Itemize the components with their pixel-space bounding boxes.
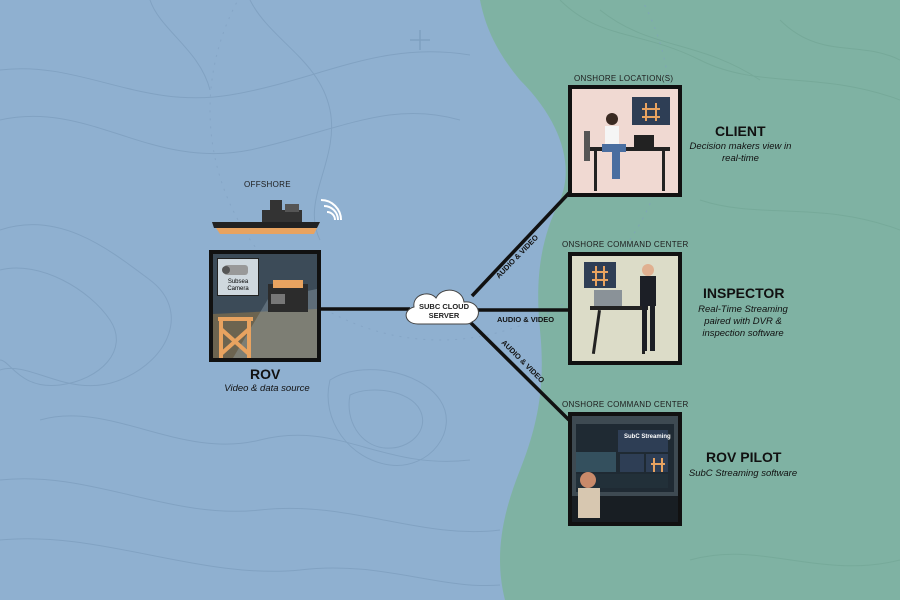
person-head xyxy=(606,113,618,125)
cloud-label-line1: SUBC CLOUD xyxy=(419,302,469,311)
client-scene xyxy=(584,97,670,191)
pilot-title: ROV PILOT xyxy=(706,449,782,465)
client-image-box xyxy=(568,85,682,197)
client-description: Decision makers view in real-time xyxy=(689,141,792,164)
pilot-screen-title: SubC Streaming xyxy=(624,434,671,440)
pilot-line xyxy=(468,320,571,422)
desk xyxy=(590,147,670,151)
rov-scene xyxy=(213,254,317,358)
land-contours xyxy=(559,0,900,567)
client-line xyxy=(470,191,571,298)
laptop-icon xyxy=(634,135,654,147)
rov-image-box: Subsea Camera xyxy=(209,250,321,362)
crosshair-mark xyxy=(410,30,430,50)
inspector-suit xyxy=(640,276,656,306)
pilot-head xyxy=(580,472,596,488)
contour-lines xyxy=(0,0,501,587)
inspector-description: Real-Time Streaming paired with DVR & in… xyxy=(698,304,788,339)
rov-description: Video & data source xyxy=(224,383,310,394)
pilot-scene xyxy=(572,424,678,522)
chair xyxy=(584,131,590,161)
cloud-icon xyxy=(405,289,479,325)
rov-title: ROV xyxy=(250,366,281,382)
inspector-title: INSPECTOR xyxy=(703,285,785,301)
ship-icon xyxy=(212,199,342,234)
monitor xyxy=(594,290,622,306)
desk xyxy=(590,306,648,310)
pilot-image-box: SubC Streaming xyxy=(568,412,682,526)
inspector-scene xyxy=(584,262,656,354)
onshore-command-center-label-2: ONSHORE COMMAND CENTER xyxy=(562,400,689,409)
client-title: CLIENT xyxy=(715,123,766,139)
onshore-locations-label: ONSHORE LOCATION(S) xyxy=(574,74,674,83)
camera-label: Subsea Camera xyxy=(227,279,249,292)
cloud-label-line2: SERVER xyxy=(428,311,460,320)
onshore-command-center-label-1: ONSHORE COMMAND CENTER xyxy=(562,240,689,249)
subsea-camera-icon xyxy=(222,265,248,275)
inspector-image-box xyxy=(568,252,682,365)
cloud-label: SUBC CLOUD SERVER xyxy=(416,302,472,320)
pilot-description: SubC Streaming software xyxy=(688,468,798,479)
inspector-link-label: AUDIO & VIDEO xyxy=(497,315,555,324)
inspector-head xyxy=(642,264,654,276)
camera-inset: Subsea Camera xyxy=(217,258,259,296)
offshore-label: OFFSHORE xyxy=(244,180,291,189)
structure-icon xyxy=(218,317,253,358)
